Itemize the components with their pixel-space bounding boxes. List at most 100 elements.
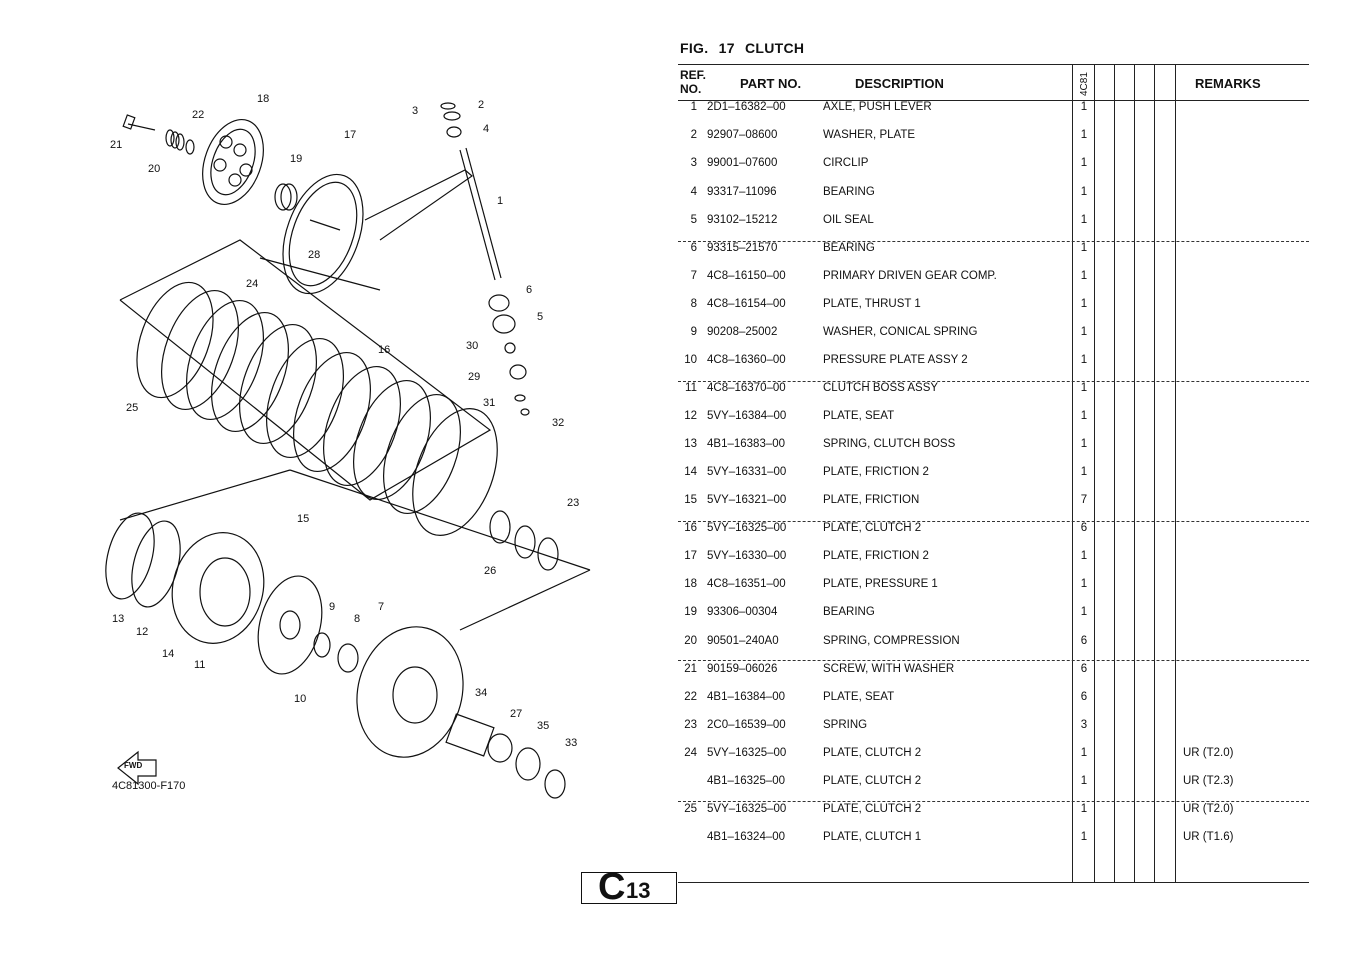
quantity: 1 — [1080, 606, 1088, 618]
svg-text:19: 19 — [290, 153, 302, 165]
ref-no: 24 — [684, 747, 697, 759]
svg-text:17: 17 — [344, 129, 356, 141]
svg-text:23: 23 — [567, 497, 579, 509]
ref-no: 7 — [690, 270, 697, 282]
part-no: 4C8–16351–00 — [707, 578, 786, 590]
description: BEARING — [823, 186, 875, 198]
svg-text:1: 1 — [497, 195, 503, 207]
header-model-code: 4C81 — [1079, 72, 1090, 96]
clutch-boss-assy — [105, 512, 566, 799]
description: OIL SEAL — [823, 214, 874, 226]
ref-no: 2 — [690, 129, 697, 141]
svg-text:29: 29 — [468, 371, 480, 383]
part-no: 5VY–16331–00 — [707, 466, 787, 478]
part-no: 4C8–16360–00 — [707, 354, 786, 366]
description: PRIMARY DRIVEN GEAR COMP. — [823, 270, 997, 282]
ref-no: 4 — [690, 186, 697, 198]
svg-text:26: 26 — [484, 565, 496, 577]
svg-text:5: 5 — [537, 311, 543, 323]
part-no: 5VY–16384–00 — [707, 410, 787, 422]
svg-text:28: 28 — [308, 249, 320, 261]
remarks: UR (T2.0) — [1183, 747, 1234, 759]
figure-title: FIG. 17 CLUTCH — [680, 40, 805, 56]
description: PLATE, PRESSURE 1 — [823, 578, 938, 590]
svg-text:31: 31 — [483, 397, 495, 409]
description: PLATE, CLUTCH 1 — [823, 831, 922, 843]
col-rule — [1114, 64, 1115, 882]
quantity: 1 — [1080, 214, 1088, 226]
quantity: 1 — [1080, 298, 1088, 310]
table-bottom-rule — [678, 882, 1309, 883]
ref-no: 16 — [684, 522, 697, 534]
quantity: 1 — [1080, 129, 1088, 141]
quantity: 6 — [1080, 635, 1088, 647]
part-no: 99001–07600 — [707, 157, 778, 169]
part-no: 93102–15212 — [707, 214, 778, 226]
quantity: 7 — [1080, 494, 1088, 506]
table-row: 5 93102–15212 OIL SEAL 1 — [680, 214, 1309, 234]
svg-text:25: 25 — [126, 402, 138, 414]
header-ref: REF. NO. — [680, 68, 707, 96]
quantity: 1 — [1080, 438, 1088, 450]
part-no: 5VY–16325–00 — [707, 803, 787, 815]
quantity: 6 — [1080, 663, 1088, 675]
svg-text:2: 2 — [478, 99, 484, 111]
svg-text:16: 16 — [378, 344, 390, 356]
friction-plate-17 — [282, 173, 364, 295]
ref-no: 22 — [684, 691, 697, 703]
description: PLATE, FRICTION 2 — [823, 466, 929, 478]
col-rule — [1134, 64, 1135, 882]
bearing-19 — [274, 183, 298, 211]
remarks: UR (T1.6) — [1183, 831, 1234, 843]
quantity: 1 — [1080, 186, 1088, 198]
svg-text:9: 9 — [329, 601, 335, 613]
col-rule — [1175, 64, 1176, 882]
group-separator — [678, 660, 1309, 661]
quantity: 1 — [1080, 775, 1088, 787]
description: PLATE, SEAT — [823, 410, 895, 422]
clutch-plate-stack — [119, 239, 498, 536]
description: BEARING — [823, 606, 875, 618]
ref-no: 5 — [690, 214, 697, 226]
header-description: DESCRIPTION — [855, 76, 944, 91]
ref-no: 6 — [690, 242, 697, 254]
part-no: 93315–21570 — [707, 242, 778, 254]
svg-text:6: 6 — [526, 284, 532, 296]
description: PLATE, CLUTCH 2 — [823, 522, 922, 534]
description: PLATE, THRUST 1 — [823, 298, 921, 310]
description: WASHER, CONICAL SPRING — [823, 326, 978, 338]
svg-text:7: 7 — [378, 601, 384, 613]
svg-text:32: 32 — [552, 417, 564, 429]
svg-text:20: 20 — [148, 163, 160, 175]
part-no: 93306–00304 — [707, 606, 778, 618]
header-part-no: PART NO. — [740, 76, 802, 91]
description: AXLE, PUSH LEVER — [823, 101, 932, 113]
pressure-plate-1 — [202, 118, 264, 206]
svg-text:21: 21 — [110, 139, 122, 151]
ref-no: 18 — [684, 578, 697, 590]
quantity: 6 — [1080, 522, 1088, 534]
fwd-arrow — [117, 750, 157, 786]
quantity: 1 — [1080, 326, 1088, 338]
part-no: 90159–06026 — [707, 663, 778, 675]
svg-text:3: 3 — [412, 105, 418, 117]
ref-no: 21 — [684, 663, 697, 675]
quantity: 1 — [1080, 354, 1088, 366]
quantity: 1 — [1080, 747, 1088, 759]
ref-no: 12 — [684, 410, 697, 422]
svg-text:18: 18 — [257, 93, 269, 105]
part-no: 4C8–16150–00 — [707, 270, 786, 282]
